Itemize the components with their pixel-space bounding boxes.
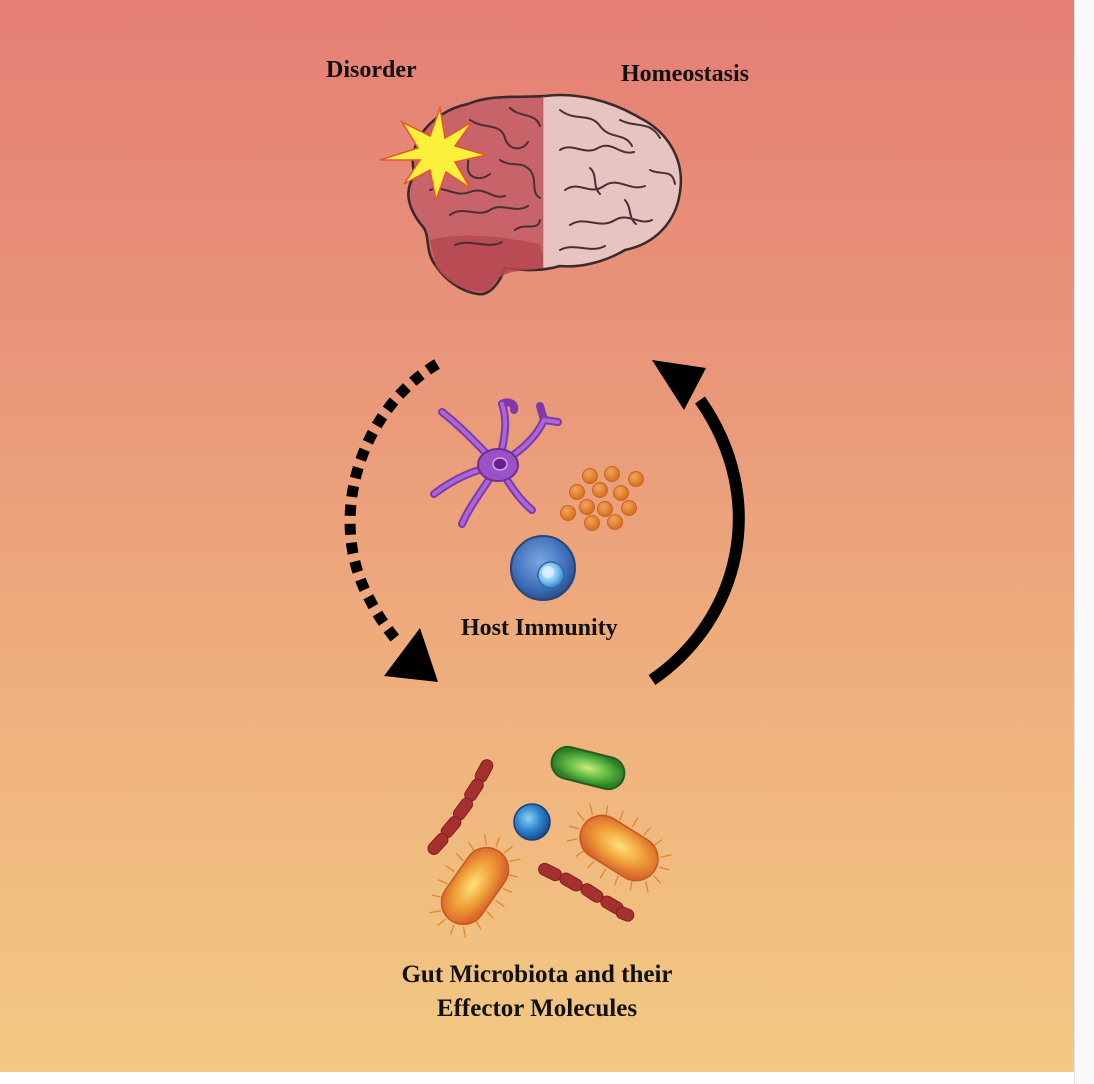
- cytokine-cluster-icon: [560, 466, 644, 531]
- label-disorder: Disorder: [326, 57, 417, 83]
- rod-bacterium-icon: [550, 745, 626, 791]
- flagellated-bacterium-icon: [429, 833, 521, 939]
- label-gut-line2: Effector Molecules: [436, 995, 638, 1022]
- coccus-icon: [513, 803, 551, 841]
- chain-bacteria-icon: [538, 862, 635, 922]
- diagram-canvas: Disorder Homeostasis Host Immunity Gut M…: [0, 0, 1074, 1072]
- microglia-icon: [430, 398, 562, 528]
- solid-arrow-icon: [648, 360, 745, 685]
- label-gut-line1: Gut Microbiota and their: [401, 961, 673, 988]
- brain-icon: [407, 93, 683, 296]
- chain-bacteria-icon: [427, 759, 494, 855]
- label-homeostasis: Homeostasis: [621, 61, 749, 87]
- lymphocyte-icon: [510, 535, 576, 601]
- page-edge: [1074, 0, 1094, 1084]
- starburst-icon: [379, 105, 487, 203]
- dashed-arrow-icon: [344, 359, 440, 682]
- label-host-immunity: Host Immunity: [461, 615, 618, 641]
- diagram-svg: [344, 93, 745, 939]
- label-gut-microbiota: Gut Microbiota and their Effector Molecu…: [337, 958, 737, 1026]
- flagellated-bacterium-icon: [566, 803, 672, 893]
